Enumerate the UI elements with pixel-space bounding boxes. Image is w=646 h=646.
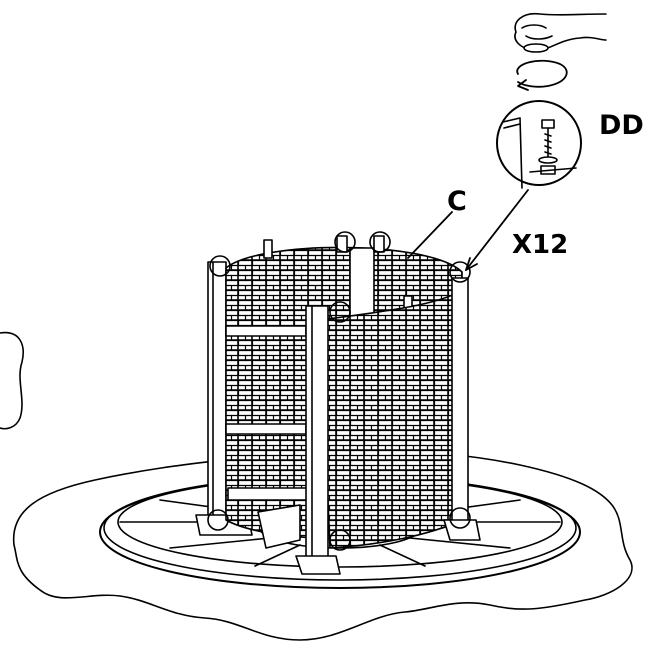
part-label: C <box>447 186 467 217</box>
leader-dd <box>465 189 529 271</box>
rotate-arrow-icon <box>516 59 568 91</box>
post-right <box>451 277 469 529</box>
post-front <box>305 305 329 563</box>
bolt-washer-icon <box>496 100 582 189</box>
bracket-front <box>295 555 341 575</box>
front-panel <box>319 289 463 549</box>
floor-outline <box>0 331 24 430</box>
rail-base <box>227 487 309 501</box>
hardware-label: DD <box>599 110 644 141</box>
post-left <box>207 261 227 533</box>
rail-upper <box>225 325 307 337</box>
bracket-right <box>443 519 481 541</box>
hub-plate <box>257 504 301 549</box>
quantity-label: X12 <box>512 230 569 260</box>
leader-c <box>407 211 453 259</box>
hand-tighten-icon <box>514 12 607 53</box>
rail-lower <box>225 423 307 435</box>
